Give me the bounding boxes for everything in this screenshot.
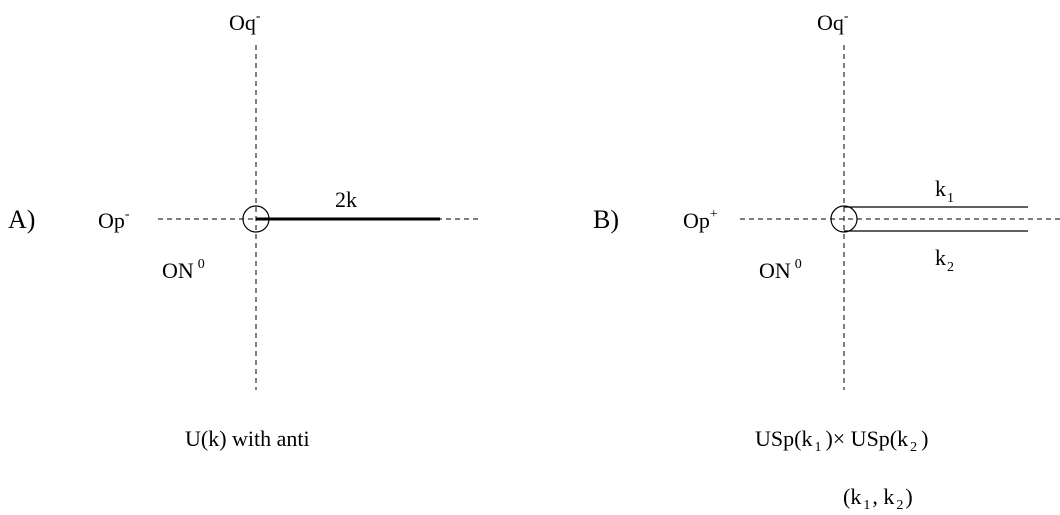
panel-a-caption: U(k) with anti xyxy=(185,426,310,451)
panel-a-2k-label: 2k xyxy=(335,187,357,212)
panel-a-op-label: Op- xyxy=(98,207,130,233)
panel-b-tag: B) xyxy=(593,205,619,234)
panel-b-oq-label: Oq- xyxy=(817,9,849,35)
panel-b-k2-label: k2 xyxy=(935,245,954,275)
panel-b-k1-label: k1 xyxy=(935,176,954,206)
panel-b-on0-circle xyxy=(830,205,858,233)
panel-a-tag: A) xyxy=(8,205,35,234)
panel-a-oq-label: Oq- xyxy=(229,9,261,35)
panel-b-op-label: Op+ xyxy=(683,207,718,233)
